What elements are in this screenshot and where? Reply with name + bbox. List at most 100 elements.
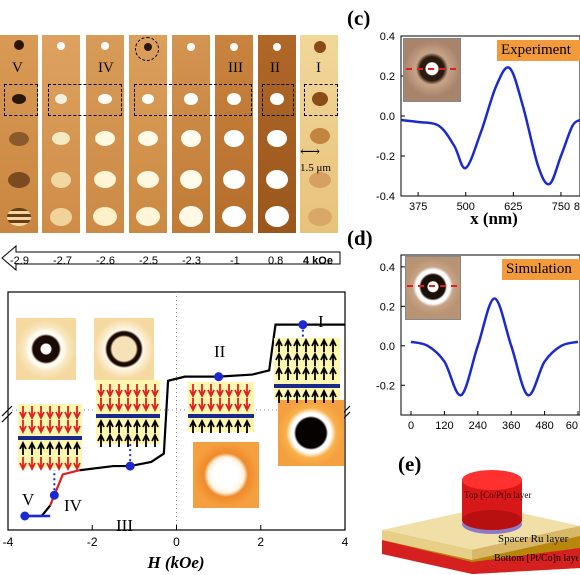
spin-up-icon	[133, 432, 141, 447]
layer-top-label: Top [Co/Pt]n layer	[464, 490, 532, 500]
spin-up-icon	[151, 432, 159, 447]
simulation-tag: Simulation	[502, 259, 580, 280]
stage-label-iii: III	[228, 60, 243, 76]
x-tick-label: 375	[409, 201, 427, 213]
y-tick-label: 0.2	[380, 301, 395, 313]
spin-up-icon	[115, 432, 123, 447]
domain-dot	[314, 41, 326, 53]
spin-down-icon	[189, 384, 197, 399]
panel-label-c: (c)	[347, 6, 371, 30]
stage-label-v: V	[12, 60, 23, 76]
spin-down-icon	[64, 457, 72, 472]
domain-dot	[273, 43, 281, 51]
domain-dot	[230, 43, 238, 51]
spin-down-icon	[46, 420, 54, 435]
spin-down-icon	[198, 398, 206, 413]
spin-down-icon	[37, 406, 45, 421]
spin-up-icon	[243, 418, 251, 433]
spin-up-icon	[293, 337, 301, 352]
spin-up-icon	[106, 418, 114, 433]
layer-spacer-label: Spacer Ru layer	[498, 533, 569, 545]
spin-up-icon	[55, 440, 63, 455]
y-tick-label: -0.2	[376, 380, 395, 392]
domain-dot	[55, 94, 67, 104]
layer-stack-diagram	[382, 470, 580, 574]
spin-down-icon	[189, 398, 197, 413]
stage-label-iv: IV	[98, 60, 114, 76]
spin-down-icon	[64, 406, 72, 421]
domain-dot	[187, 43, 195, 51]
spin-down-icon	[28, 457, 36, 472]
domain-dot	[227, 93, 241, 105]
spin-up-icon	[64, 440, 72, 455]
spin-down-icon	[151, 384, 159, 399]
state-inset-v	[16, 318, 76, 380]
x-tick-label: 625	[504, 201, 522, 213]
x-tick-label: 120	[435, 420, 453, 432]
spin-down-icon	[142, 384, 150, 399]
scale-bar-label: 1.5 μm	[300, 162, 331, 174]
spin-down-icon	[97, 384, 105, 399]
field-value: -1	[230, 255, 240, 267]
stage-label-ii: II	[270, 60, 280, 76]
x-tick-label: 60	[566, 420, 578, 432]
x-tick-label: 0	[173, 535, 180, 549]
panel-label-d: (d)	[347, 226, 373, 250]
stage-marker	[214, 372, 224, 382]
layer-bar	[96, 414, 160, 418]
domain-dot	[265, 206, 289, 227]
loop-label-iv: IV	[64, 496, 82, 515]
layer-bar	[274, 384, 340, 388]
y-tick-label: -0.2	[376, 151, 395, 163]
spin-up-icon	[46, 440, 54, 455]
field-value: -2.5	[139, 255, 158, 267]
spin-up-icon	[97, 432, 105, 447]
spin-down-icon	[243, 384, 251, 399]
y-tick-label: 0.0	[380, 341, 395, 353]
domain-dot	[312, 92, 328, 106]
spin-down-icon	[198, 384, 206, 399]
layer-bar	[188, 414, 254, 418]
selection-box-iv	[48, 84, 122, 116]
domain-dot	[142, 94, 154, 104]
spin-down-icon	[234, 384, 242, 399]
spin-up-icon	[106, 432, 114, 447]
spin-up-icon	[275, 388, 283, 403]
panel-label-e: (e)	[398, 452, 422, 476]
spin-down-icon	[19, 420, 27, 435]
spin-up-icon	[133, 418, 141, 433]
spin-up-icon	[284, 388, 292, 403]
spin-down-icon	[73, 457, 81, 472]
x-axis-label: x (nm)	[470, 209, 518, 228]
stage-marker	[125, 461, 135, 471]
x-tick-label: 500	[457, 201, 475, 213]
x-tick-label: 2	[257, 535, 264, 549]
x-tick-label: 360	[502, 420, 520, 432]
domain-dot	[223, 170, 245, 189]
spin-up-icon	[216, 418, 224, 433]
state-inset-iv	[94, 318, 154, 380]
spin-down-icon	[97, 398, 105, 413]
spin-down-icon	[216, 398, 224, 413]
spin-up-icon	[73, 440, 81, 455]
field-arrow	[1, 244, 341, 272]
domain-dot	[57, 42, 65, 50]
spin-down-icon	[207, 398, 215, 413]
spin-up-icon	[302, 351, 310, 366]
stage-marker	[49, 490, 59, 500]
domain-dot	[14, 40, 24, 50]
spin-down-icon	[55, 406, 63, 421]
spin-up-icon	[275, 337, 283, 352]
selection-box-ii	[262, 84, 294, 116]
y-tick-label: 0.0	[380, 111, 395, 123]
spin-up-icon	[284, 337, 292, 352]
domain-dot	[266, 170, 288, 189]
spin-up-icon	[189, 418, 197, 433]
domain-dot	[222, 206, 246, 227]
loop-label-v: V	[22, 490, 35, 509]
spin-up-icon	[225, 418, 233, 433]
domain-dot	[308, 208, 332, 226]
domain-dot	[138, 131, 158, 146]
domain-dot	[309, 172, 331, 188]
